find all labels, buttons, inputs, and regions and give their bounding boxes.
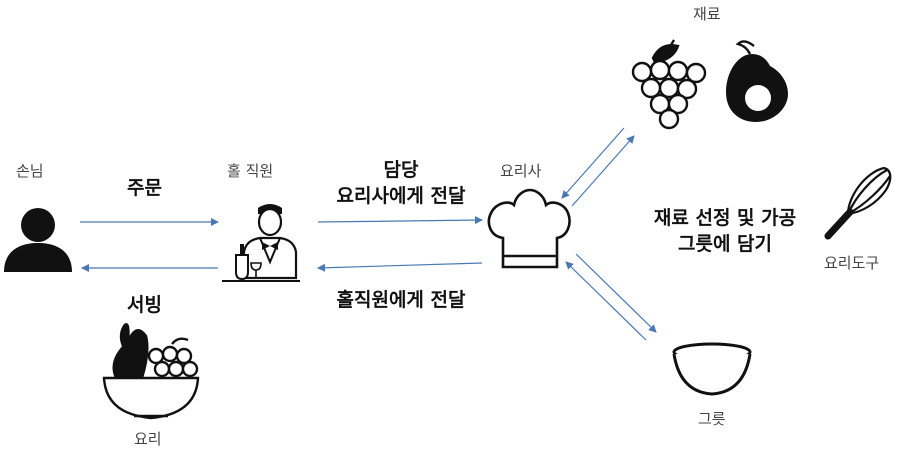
process-label: 재료 선정 및 가공 그릇에 담기	[630, 205, 820, 257]
node-label-customer: 손님	[16, 162, 44, 180]
person-icon	[4, 208, 72, 272]
arrow-ingredients-to-chef	[561, 127, 625, 199]
fruit-bowl-icon	[102, 323, 200, 420]
process-label-line1: 재료 선정 및 가공	[653, 207, 797, 229]
edge-label-to-hall: 홀직원에게 전달	[336, 289, 466, 311]
whisk-icon	[824, 166, 892, 240]
node-label-hall-staff: 홀 직원	[227, 162, 274, 180]
node-label-bowl: 그릇	[698, 410, 726, 428]
node-label-ingredients: 재료	[693, 5, 721, 23]
arrow-bowl-to-chef	[565, 261, 647, 341]
arrow-chef-to-ingredients	[571, 135, 635, 207]
grapes-icon	[631, 39, 707, 130]
node-label-dish: 요리	[134, 430, 162, 448]
arrows	[80, 127, 657, 341]
bowl-icon	[672, 342, 752, 396]
arrow-chef-to-bowl	[575, 253, 657, 333]
arrow-chef-to-hall	[317, 262, 483, 272]
chef-hat-icon	[487, 188, 571, 269]
waiter-icon	[222, 204, 300, 282]
arrow-hall-to-chef	[317, 216, 483, 225]
edge-label-order: 주문	[127, 177, 162, 199]
node-label-tools: 요리도구	[824, 254, 880, 272]
avocado-icon	[726, 40, 788, 122]
process-label-line2: 그릇에 담기	[677, 233, 772, 255]
edge-label-to-chef: 담당 요리사에게 전달	[316, 157, 486, 209]
edge-label-serving: 서빙	[127, 294, 162, 316]
node-label-chef: 요리사	[500, 162, 542, 180]
edge-label-to-chef-line2: 요리사에게 전달	[336, 185, 466, 207]
edge-label-to-chef-line1: 담당	[383, 159, 419, 181]
